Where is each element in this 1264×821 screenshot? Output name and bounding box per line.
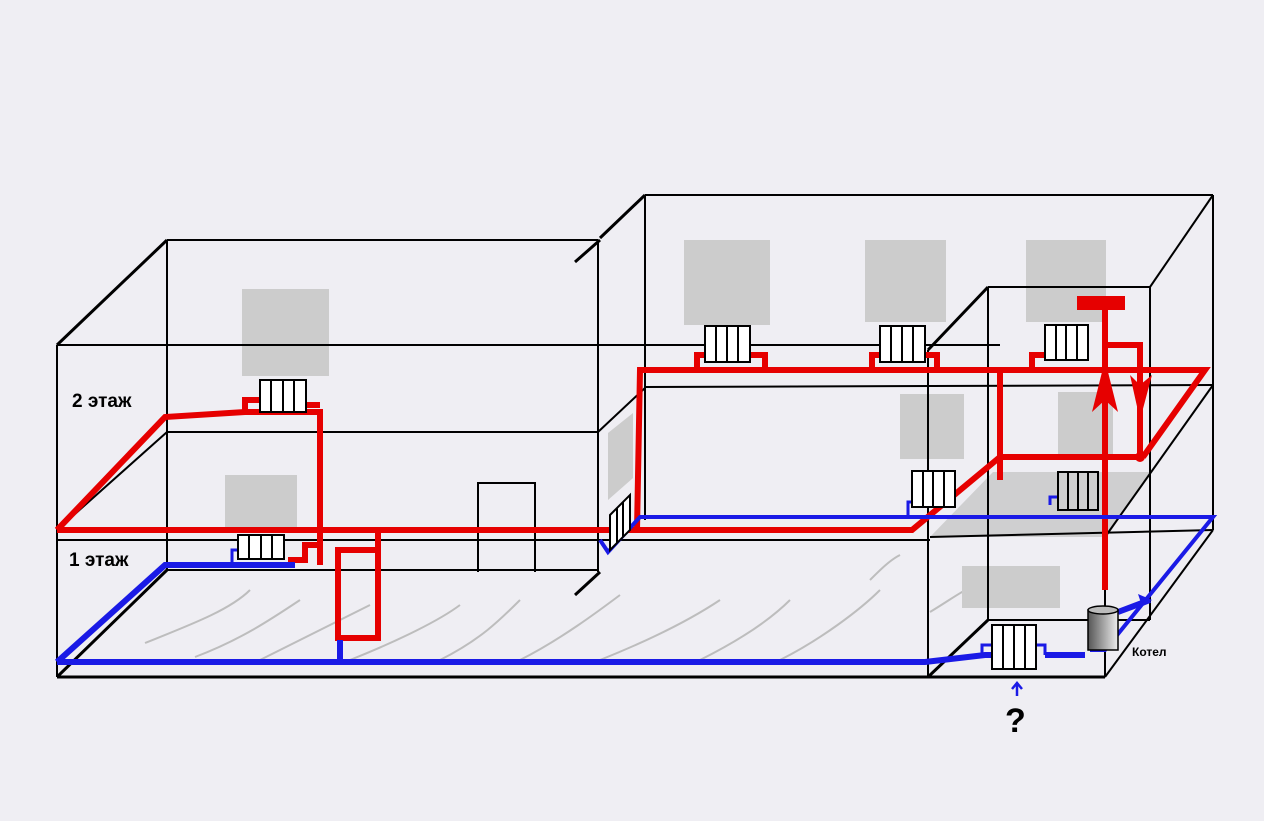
floor-hatching <box>144 554 976 661</box>
windows <box>225 240 1113 608</box>
radiator <box>911 470 956 508</box>
building-frame <box>55 193 1214 679</box>
boiler-label: Котел <box>1132 645 1167 659</box>
question-mark: ? <box>1005 702 1026 740</box>
window <box>242 289 329 376</box>
floor1-label: 1 этаж <box>69 550 129 571</box>
radiator <box>704 325 751 363</box>
radiator <box>1044 324 1089 361</box>
radiator <box>991 624 1037 670</box>
question-arrow-icon <box>1011 681 1023 696</box>
window <box>900 394 964 459</box>
window <box>684 240 770 325</box>
floor2-label: 2 этаж <box>72 391 132 412</box>
radiator <box>237 534 285 560</box>
radiator <box>1057 471 1099 511</box>
window <box>962 566 1060 608</box>
radiator <box>609 492 631 553</box>
radiators <box>237 324 1099 670</box>
expansion-tank <box>1077 296 1125 310</box>
flow-up-arrow <box>1092 360 1118 412</box>
radiator <box>259 379 307 413</box>
window <box>608 413 633 500</box>
boiler-icon <box>1087 605 1119 651</box>
flow-down-arrow <box>1130 375 1152 420</box>
window <box>865 240 946 322</box>
floor-slab <box>930 472 1150 537</box>
window <box>225 475 297 530</box>
radiator <box>879 325 926 363</box>
